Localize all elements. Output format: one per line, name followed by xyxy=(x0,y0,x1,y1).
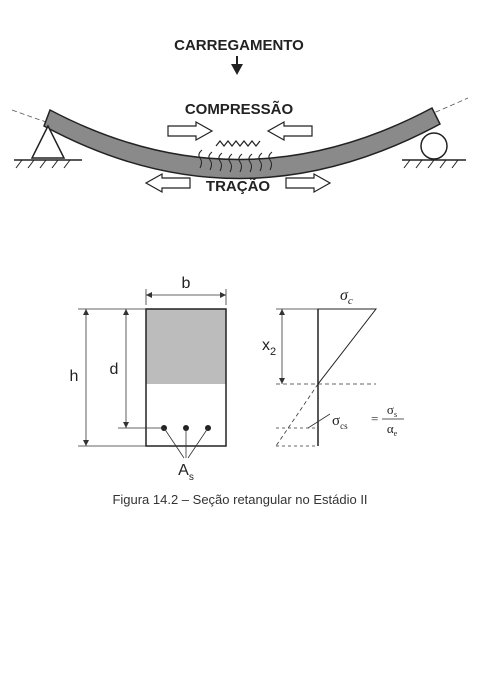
tension-arrow-left xyxy=(144,172,191,194)
pinned-support-left xyxy=(14,124,82,169)
concrete-stress-label: σc xyxy=(340,287,353,307)
steel-leader-lines xyxy=(163,427,209,459)
steel-stress-label: σcs xyxy=(332,413,348,431)
roller-support-right xyxy=(402,132,466,169)
curved-beam xyxy=(43,106,441,180)
steel-area-label: As xyxy=(178,462,194,483)
height-dimension xyxy=(78,308,146,447)
width-dimension xyxy=(145,289,227,305)
tension-arrow-right xyxy=(285,172,332,194)
load-arrow xyxy=(231,56,243,75)
compression-zigzag xyxy=(215,140,261,147)
tension-label: TRAÇÃO xyxy=(206,177,270,195)
depth-label: d xyxy=(110,361,119,378)
stress-diagram: x2 σc σcs = σs αe xyxy=(262,287,404,447)
compression-label: COMPRESSÃO xyxy=(185,100,294,118)
cross-section: b As h xyxy=(70,275,227,483)
figure-caption: Figura 14.2 – Seção retangular no Estádi… xyxy=(112,492,368,507)
concrete-stress-triangle xyxy=(317,308,378,386)
width-label: b xyxy=(182,275,191,292)
compression-arrow-right xyxy=(266,120,313,142)
steel-stress-equals: = xyxy=(371,411,378,426)
neutral-axis-label: x2 xyxy=(262,337,276,358)
height-label: h xyxy=(70,368,79,385)
load-label: CARREGAMENTO xyxy=(174,37,304,54)
compression-zone xyxy=(146,309,226,384)
steel-stress-leader xyxy=(307,413,331,429)
depth-dimension xyxy=(118,309,164,429)
steel-stress-denominator: αe xyxy=(387,421,398,438)
steel-stress-numerator: σs xyxy=(387,402,397,419)
tension-cracks xyxy=(198,149,273,173)
beam-diagram: CARREGAMENTO C xyxy=(11,37,469,195)
neutral-axis-dimension xyxy=(279,309,285,384)
compression-arrow-left xyxy=(167,120,214,142)
steel-stress-formula: σcs = σs αe xyxy=(307,402,404,438)
steel-strain-extension xyxy=(275,383,319,447)
